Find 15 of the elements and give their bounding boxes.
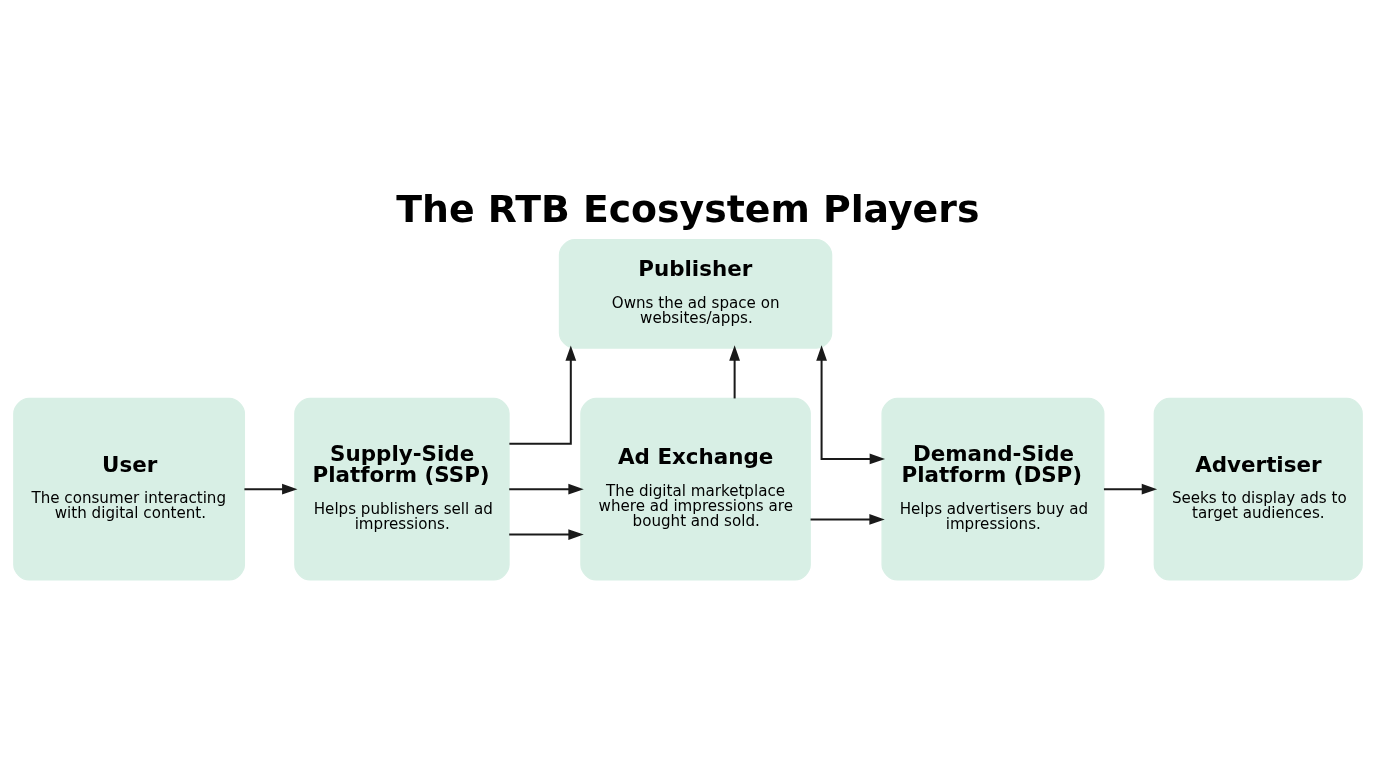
arrow bbox=[244, 483, 298, 495]
node-box: Advertiser Seeks to display ads to target audiences. bbox=[1153, 397, 1363, 581]
arrow bbox=[729, 345, 741, 399]
node-box: Demand-Side Platform (DSP) Helps advertisers buy ad impressions. bbox=[881, 397, 1105, 581]
arrow bbox=[810, 514, 885, 525]
diagram-title: The RTB Ecosystem Players bbox=[396, 187, 980, 232]
arrow bbox=[509, 483, 584, 495]
node-box: Supply-Side Platform (SSP) Helps publishers sell ad impressions. bbox=[294, 397, 510, 581]
arrow bbox=[1103, 483, 1158, 495]
arrow bbox=[816, 345, 886, 465]
arrow bbox=[509, 529, 584, 540]
node-box: User The consumer interacting with digital content. bbox=[13, 397, 246, 581]
arrow bbox=[509, 345, 577, 445]
node-box: Ad Exchange The digital marketplace where ad impressions are bought and sold. bbox=[580, 397, 811, 581]
node-box: Publisher Owns the ad space on websites/apps. bbox=[558, 239, 833, 349]
